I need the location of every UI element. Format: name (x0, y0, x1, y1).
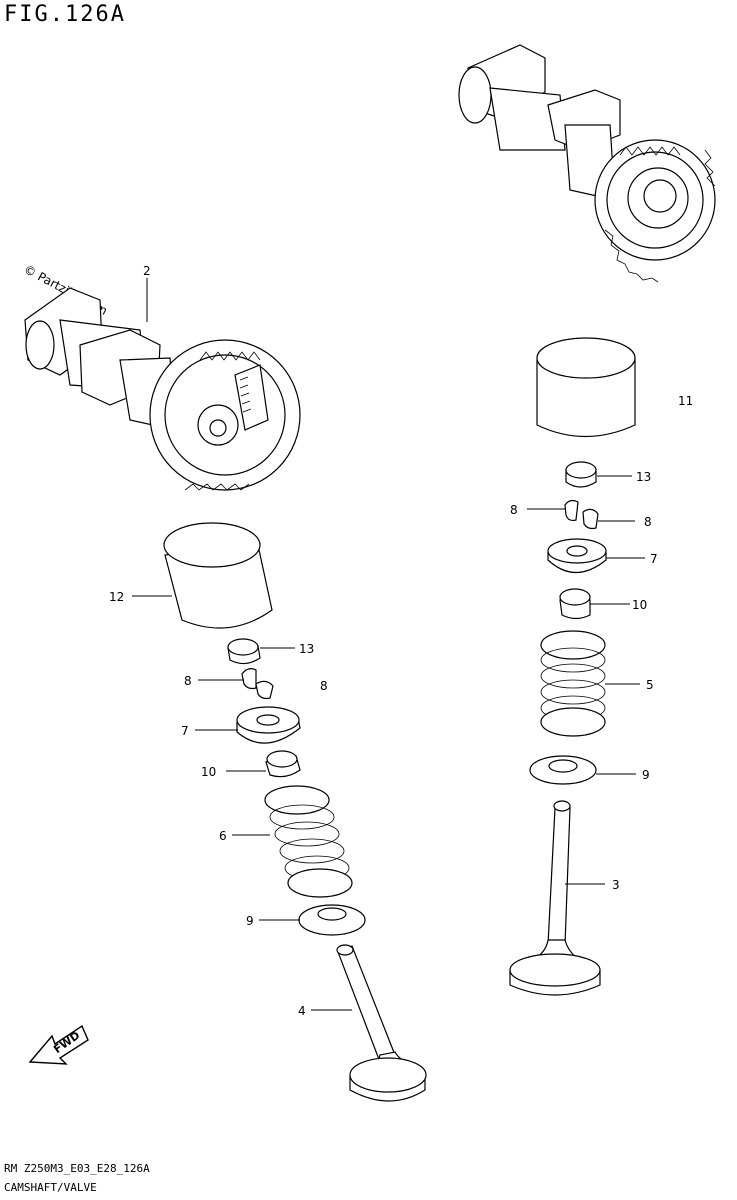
camshaft-exhaust[interactable] (458, 44, 716, 283)
valve-cotter-left[interactable] (241, 668, 274, 700)
spring-seat-9-left[interactable] (298, 904, 366, 936)
callout-12: 12 (109, 590, 124, 604)
exhaust-valve-3[interactable] (509, 800, 601, 996)
callout-8: 8 (320, 679, 328, 693)
callout-3: 3 (612, 878, 620, 892)
callout-13: 13 (636, 470, 651, 484)
callout-7: 7 (650, 552, 658, 566)
callout-9: 9 (246, 914, 254, 928)
valve-spring-5[interactable] (540, 630, 606, 737)
valve-tappet-12[interactable] (163, 522, 273, 629)
callout-6: 6 (219, 829, 227, 843)
valve-tappet-11[interactable] (536, 337, 636, 438)
stem-seal-10-right[interactable] (559, 588, 591, 620)
callout-labels: 2 11 13 8 8 7 10 5 9 3 12 13 8 8 7 10 6 … (109, 264, 693, 1018)
shim-13-left[interactable] (227, 638, 261, 665)
camshaft-intake[interactable] (24, 287, 301, 491)
model-code: RM Z250M3_E03_E28_126A (4, 1162, 150, 1175)
callout-8: 8 (184, 674, 192, 688)
spring-retainer-7-right[interactable] (547, 538, 607, 573)
forward-arrow-icon: FWD (28, 1024, 89, 1065)
callout-8: 8 (510, 503, 518, 517)
intake-valve-4[interactable] (336, 944, 427, 1102)
callout-11: 11 (678, 394, 693, 408)
valve-spring-6[interactable] (264, 785, 353, 898)
shim-13-right[interactable] (565, 461, 597, 488)
stem-seal-10-left[interactable] (265, 750, 301, 778)
spring-seat-9-right[interactable] (529, 755, 597, 785)
callout-10: 10 (201, 765, 216, 779)
section-name: CAMSHAFT/VALVE (4, 1181, 97, 1194)
callout-2: 2 (143, 264, 151, 278)
callout-10: 10 (632, 598, 647, 612)
callout-9: 9 (642, 768, 650, 782)
leader-lines (132, 278, 645, 1011)
callout-7: 7 (181, 724, 189, 738)
callout-8: 8 (644, 515, 652, 529)
valve-cotter-right[interactable] (564, 499, 599, 530)
callout-4: 4 (298, 1004, 306, 1018)
callout-5: 5 (646, 678, 654, 692)
figure-title: FIG.126A (4, 2, 126, 27)
spring-retainer-7-left[interactable] (236, 706, 301, 744)
callout-13: 13 (299, 642, 314, 656)
